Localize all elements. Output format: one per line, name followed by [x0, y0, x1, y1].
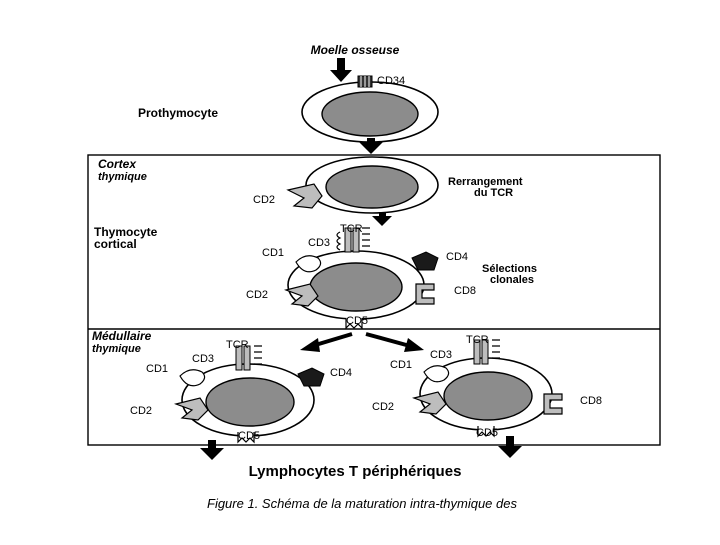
- selections-label-1: Sélections: [482, 263, 537, 275]
- cd2-receptor-cortical: [283, 283, 319, 307]
- tcr-cd3-complex-cd8: [473, 339, 500, 365]
- cd3-label-cortical: CD3: [308, 237, 330, 249]
- cd5-label-cortical: CD5: [346, 315, 368, 327]
- cd4-label-cortical: CD4: [446, 251, 468, 263]
- arrow-to-cd4-single: [300, 332, 353, 352]
- tcr-cd3-complex-cortical: [336, 227, 370, 253]
- cd1-receptor-cd4: [179, 369, 206, 387]
- cortex-label-2: thymique: [98, 171, 147, 183]
- cd2-receptor-cd8: [411, 391, 447, 415]
- cd3-label-cd4: CD3: [192, 353, 214, 365]
- arrow-source-to-prothymocyte: [330, 58, 352, 82]
- thymocyte-label-2: cortical: [94, 237, 137, 251]
- rearrangement-label-2: du TCR: [474, 187, 513, 199]
- cd2-label-cd8: CD2: [372, 401, 394, 413]
- cd5-label-cd8: CD5: [476, 427, 498, 439]
- cd34-marker: [357, 75, 373, 88]
- arrow-cd8-exit: [498, 436, 522, 458]
- thymocyte-label-1: Thymocyte: [94, 225, 158, 239]
- medulla-label-2: thymique: [92, 343, 141, 355]
- cd2-receptor-cd4: [173, 397, 209, 421]
- cd1-receptor-cortical: [295, 255, 322, 273]
- cd4-label-cd4: CD4: [330, 367, 352, 379]
- cd8-label-cortical: CD8: [454, 285, 476, 297]
- cd2-label-cd4: CD2: [130, 405, 152, 417]
- tcr-label-cortical: TCR: [340, 223, 363, 235]
- selections-label-2: clonales: [490, 274, 534, 286]
- cd5-receptor-cd4: [237, 432, 255, 444]
- cd1-label-cd4: CD1: [146, 363, 168, 375]
- tcr-cd3-complex-cd4: [235, 345, 262, 371]
- cd34-label: CD34: [377, 75, 405, 87]
- cortex-label-1: Cortex: [98, 157, 137, 171]
- cd5-label-cd4: CD5: [238, 430, 260, 442]
- cd3-label-cd8: CD3: [430, 349, 452, 361]
- tcr-label-cd4: TCR: [226, 339, 249, 351]
- cd2-label-cortex: CD2: [253, 194, 275, 206]
- cortical-thymocyte-cell: [283, 227, 439, 330]
- cd5-receptor-cortical: [345, 318, 363, 330]
- cortex-cell-rearrangement: [286, 156, 439, 214]
- cd4-receptor-cortical: [411, 251, 439, 271]
- cd2-receptor-cortex: [286, 183, 323, 209]
- medullary-cd4-cell: [173, 345, 325, 444]
- cd1-receptor-cd8: [423, 365, 450, 383]
- tcr-label-cd8: TCR: [466, 334, 489, 346]
- arrow-prothymocyte-to-cortex: [359, 138, 383, 154]
- prothymocyte-label: Prothymocyte: [138, 106, 218, 120]
- cd4-receptor-cd4: [297, 367, 325, 387]
- cd5-receptor-cd8: [477, 426, 495, 438]
- cd8-receptor-cd8: [543, 393, 563, 415]
- cd1-label-cd8: CD1: [390, 359, 412, 371]
- cd8-label-cd8: CD8: [580, 395, 602, 407]
- arrow-cd4-exit: [200, 440, 224, 460]
- cd8-receptor-cortical: [415, 283, 435, 305]
- figure-caption: Figure 1. Schéma de la maturation intra-…: [207, 496, 517, 511]
- cd1-label-cortical: CD1: [262, 247, 284, 259]
- output-label: Lymphocytes T périphériques: [249, 463, 462, 480]
- arrow-to-cd8-single: [365, 332, 424, 352]
- cd2-label-cortical: CD2: [246, 289, 268, 301]
- medullary-cd8-cell: [411, 339, 563, 438]
- medulla-label-1: Médullaire: [92, 329, 152, 343]
- thymus-frame: [87, 154, 661, 446]
- arrow-rearrangement-to-cortical: [372, 212, 392, 226]
- prothymocyte-cell: [301, 75, 439, 143]
- source-label: Moelle osseuse: [311, 43, 400, 57]
- rearrangement-label-1: Rerrangement: [448, 176, 523, 188]
